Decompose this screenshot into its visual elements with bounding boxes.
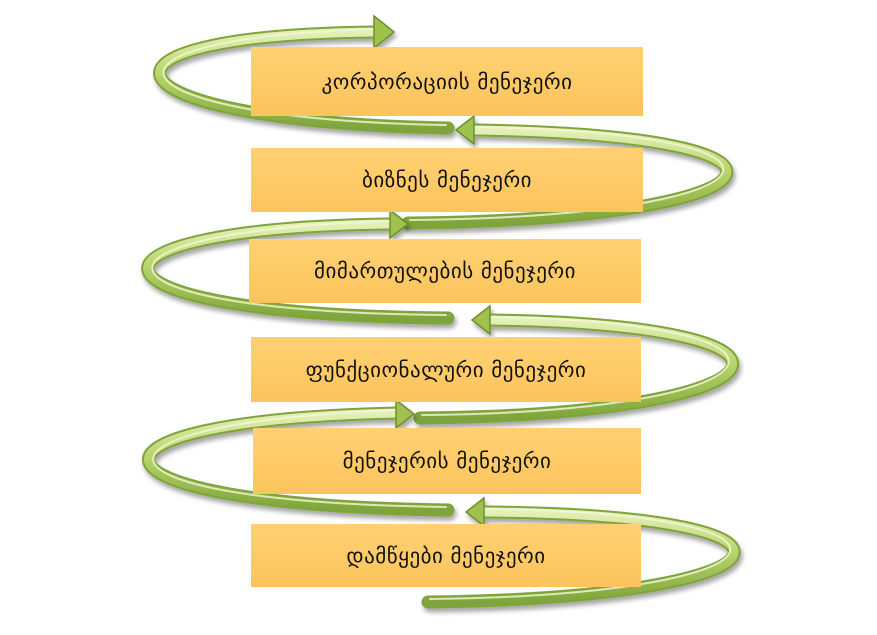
level-box-functional-manager: ფუნქციონალური მენეჯერი (251, 337, 641, 402)
level-label: კორპორაციის მენეჯერი (321, 69, 573, 94)
loop-arrow-5-head (395, 398, 416, 430)
loop-arrow-2-head (454, 114, 475, 146)
loop-arrow-4-head (470, 304, 491, 336)
loop-arrow-3-head (389, 208, 410, 240)
level-box-division-manager: მიმართულების მენეჯერი (249, 239, 641, 303)
loop-arrow-6-head (464, 496, 485, 528)
level-label: მიმართულების მენეჯერი (314, 259, 576, 283)
loop-arrow-6 (421, 496, 741, 609)
level-box-business-manager: ბიზნეს მენეჯერი (251, 148, 643, 212)
loop-arrow-1 (153, 14, 455, 135)
level-label: ფუნქციონალური მენეჯერი (305, 357, 587, 382)
level-box-corporation-manager: კორპორაციის მენეჯერი (251, 47, 643, 116)
loop-arrow-3 (141, 208, 455, 325)
level-label: ბიზნეს მენეჯერი (361, 168, 533, 192)
loop-arrow-5 (142, 398, 455, 517)
loop-arrow-2 (401, 114, 734, 230)
level-label: მენეჯერის მენეჯერი (342, 449, 552, 473)
level-box-entry-manager: დამწყები მენეჯერი (251, 524, 641, 587)
level-label: დამწყები მენეჯერი (346, 543, 546, 568)
loop-arrow-1-head (373, 14, 396, 50)
level-box-manager-of-managers: მენეჯერის მენეჯერი (253, 428, 641, 494)
loop-arrow-4 (413, 304, 739, 425)
